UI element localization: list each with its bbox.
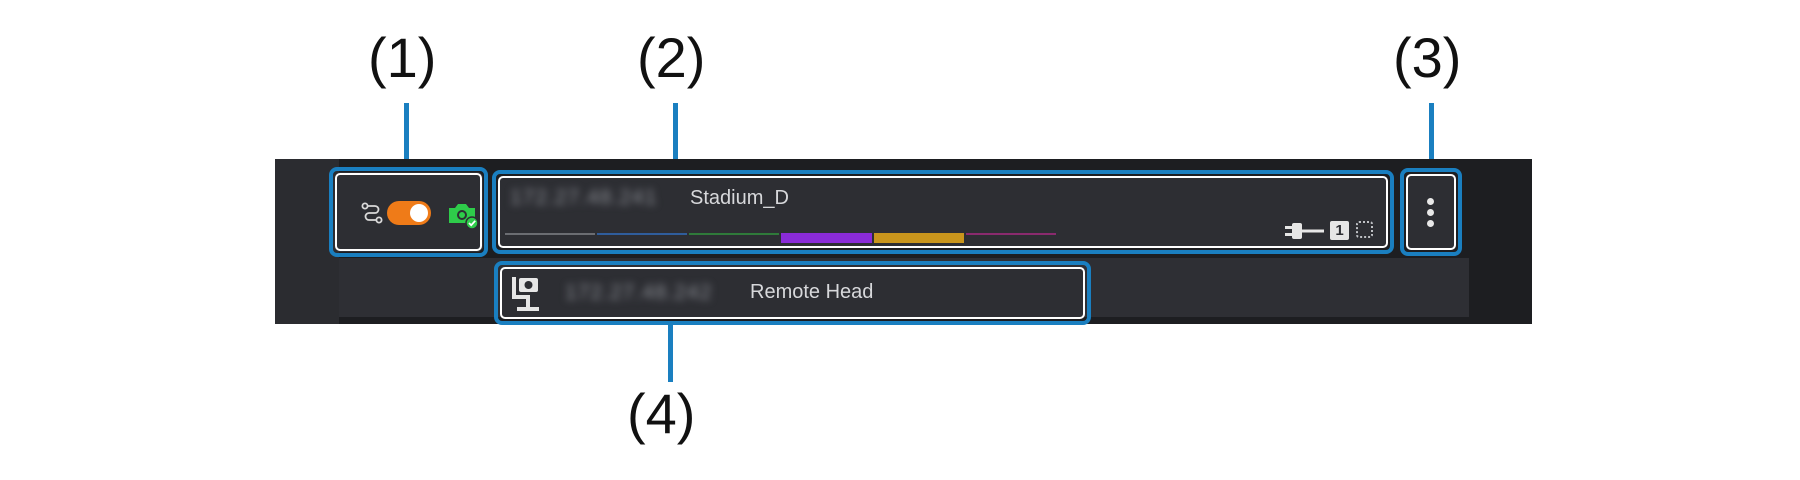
panel-left-strip (275, 159, 339, 324)
frame-select-icon (1356, 221, 1373, 238)
device-name: Stadium_D (690, 187, 789, 209)
status-tile (334, 172, 483, 252)
callout-1: (1) (368, 26, 437, 89)
leader-line-3 (1429, 103, 1434, 171)
remote-ip: 172.27.48.242 (565, 281, 713, 304)
leader-line-4 (668, 322, 673, 382)
route-icon (361, 202, 383, 224)
device-ip: 172.27.48.241 (510, 186, 658, 209)
signal-segment (966, 233, 1056, 235)
signal-segment (874, 233, 964, 243)
signal-segment (597, 233, 687, 235)
highlight-3 (1400, 168, 1462, 256)
signal-segment (689, 233, 779, 235)
power-plug-icon (1285, 223, 1324, 239)
callout-4: (4) (627, 382, 696, 445)
camera-check-icon (449, 204, 479, 229)
port-number-icon: 1 (1330, 221, 1349, 240)
port-number: 1 (1335, 222, 1344, 239)
signal-segment (781, 233, 872, 243)
kebab-menu-icon (1406, 174, 1456, 250)
highlight-2 (492, 170, 1394, 254)
leader-line-1 (404, 103, 409, 169)
callout-3: (3) (1393, 26, 1462, 89)
leader-line-2 (673, 103, 678, 173)
route-toggle[interactable] (387, 201, 431, 225)
signal-bar (505, 233, 1065, 243)
highlight-1 (329, 167, 488, 257)
route-toggle-knob (410, 204, 428, 222)
highlight-4 (494, 261, 1091, 325)
remote-head-icon (512, 277, 539, 311)
remote-name: Remote Head (750, 281, 874, 303)
callout-2: (2) (637, 26, 706, 89)
signal-segment (505, 233, 595, 235)
kebab-menu-button[interactable] (1406, 174, 1456, 250)
device-tile[interactable]: 172.27.48.241 Stadium_D 1 (498, 176, 1387, 248)
remote-head-tile[interactable]: 172.27.48.242 Remote Head (500, 267, 1085, 319)
